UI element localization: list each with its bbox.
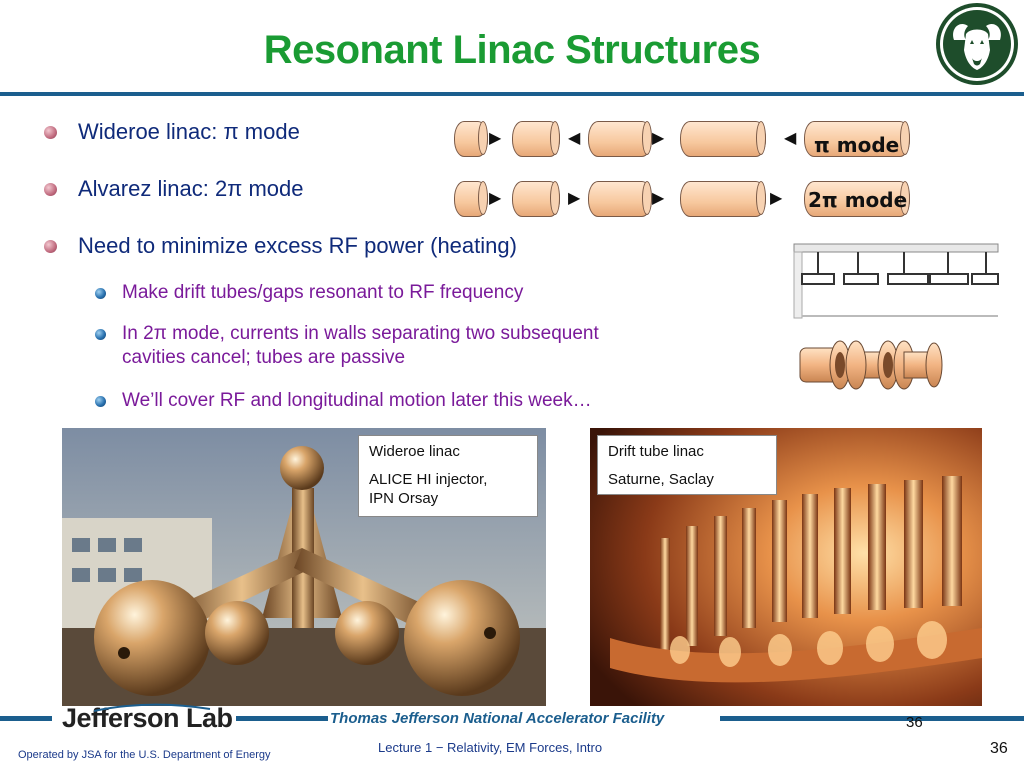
bullet-icon (44, 183, 57, 196)
drift-tube (454, 121, 488, 157)
drift-tube (588, 121, 652, 157)
arrow-left-icon: ◀ (568, 130, 581, 147)
csu-ram-logo (936, 3, 1018, 85)
drift-tube-schematic (793, 243, 999, 319)
bullet-minimize-power: Need to minimize excess RF power (heatin… (78, 233, 517, 258)
arrow-right-icon: ▶ (489, 130, 502, 147)
arrow-right-icon: ▶ (652, 190, 665, 207)
jefferson-lab-swoosh (93, 703, 211, 712)
caption-wideroe-site-line1: ALICE HI injector, (369, 471, 488, 488)
bullet-wideroe: Wideroe linac: π mode (78, 119, 300, 144)
arrow-right-icon: ▶ (489, 190, 502, 207)
sub-bullet-icon (95, 396, 106, 407)
sub-bullet-2pi-line2: cavities cancel; tubes are passive (122, 347, 406, 368)
caption-wideroe-title: Wideroe linac (369, 443, 460, 460)
arrow-left-icon: ◀ (784, 130, 797, 147)
drift-tube-linac-photo (590, 428, 982, 706)
bullet-alvarez: Alvarez linac: 2π mode (78, 176, 304, 201)
facility-name: Thomas Jefferson National Accelerator Fa… (330, 710, 665, 727)
sub-bullet-icon (95, 329, 106, 340)
bullet-icon (44, 126, 57, 139)
sub-bullet-2pi-line1: In 2π mode, currents in walls separating… (122, 323, 599, 344)
sub-bullet-icon (95, 288, 106, 299)
drift-tube (454, 181, 488, 217)
drift-tube (680, 181, 766, 217)
page-number: 36 (990, 740, 1008, 757)
bullet-icon (44, 240, 57, 253)
arrow-right-icon: ▶ (770, 190, 783, 207)
drift-tube (804, 181, 910, 217)
drift-tube (512, 121, 560, 157)
footer-rule (236, 716, 328, 721)
drift-tube (512, 181, 560, 217)
pi-mode-label: π mode (814, 133, 900, 157)
drift-tube (680, 121, 766, 157)
drift-tube (588, 181, 652, 217)
footer-rule (720, 716, 1024, 721)
caption-drift-tube: Drift tube linac Saturne, Saclay (597, 435, 777, 495)
lecture-title: Lecture 1 − Relativity, EM Forces, Intro (378, 740, 603, 755)
wideroe-linac-photo (62, 428, 546, 706)
caption-wideroe: Wideroe linac ALICE HI injector, IPN Ors… (358, 435, 538, 517)
caption-wideroe-site-line2: IPN Orsay (369, 490, 439, 507)
title-divider (0, 92, 1024, 96)
sub-bullet-rf-later: We’ll cover RF and longitudinal motion l… (122, 390, 592, 411)
arrow-right-icon: ▶ (652, 130, 665, 147)
page-number-top: 36 (906, 714, 923, 731)
two-pi-mode-label: 2π mode (808, 188, 908, 212)
caption-drift-tube-title: Drift tube linac (608, 443, 704, 460)
sub-bullet-resonant: Make drift tubes/gaps resonant to RF fre… (122, 282, 524, 303)
drift-tube (804, 121, 910, 157)
footer-rule (0, 716, 52, 721)
slide-title: Resonant Linac Structures (263, 28, 761, 72)
drift-tube-3d-illustration (799, 340, 943, 390)
arrow-right-icon: ▶ (568, 190, 581, 207)
operated-by-text: Operated by JSA for the U.S. Department … (18, 749, 271, 761)
caption-drift-tube-site: Saturne, Saclay (608, 471, 714, 488)
